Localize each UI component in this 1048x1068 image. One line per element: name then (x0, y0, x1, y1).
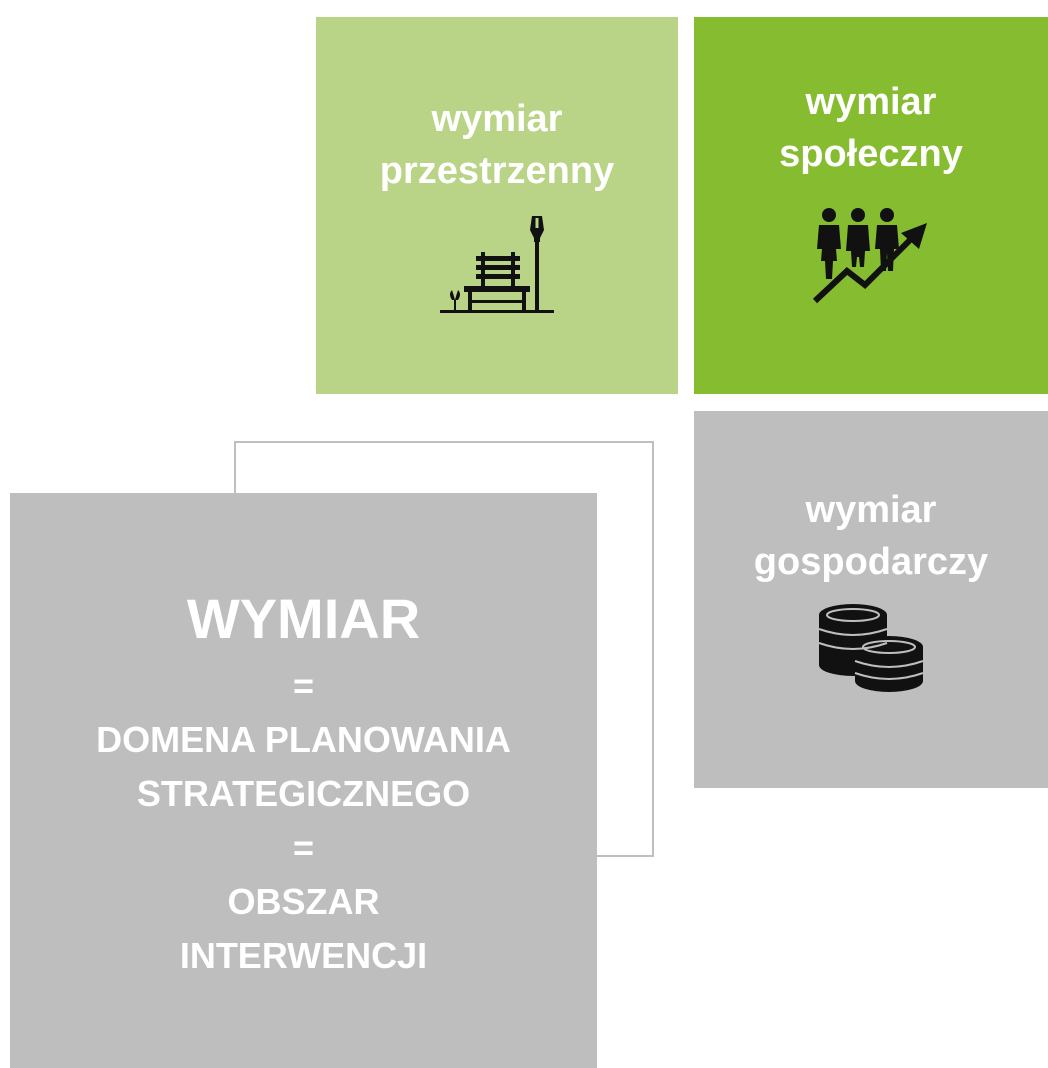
main-title: WYMIAR (186, 587, 421, 650)
main-definition-box: WYMIAR = DOMENA PLANOWANIA STRATEGICZNEG… (10, 493, 597, 1068)
coins-stack-icon (815, 603, 927, 700)
main-line-2: STRATEGICZNEGO (136, 773, 471, 814)
tile-spatial-dimension: wymiar przestrzenny (316, 17, 678, 394)
equals-sign-2: = (292, 827, 315, 868)
tile-economic-dimension: wymiar gospodarczy (694, 411, 1048, 788)
tile-spatial-line1: wymiar (431, 98, 563, 140)
park-bench-lamp-icon (438, 212, 556, 321)
tile-social-line1: wymiar (805, 81, 937, 123)
equals-sign-1: = (292, 665, 315, 706)
people-growth-arrow-icon (809, 205, 933, 310)
main-line-1: DOMENA PLANOWANIA (96, 719, 511, 760)
tile-economic-line1: wymiar (805, 489, 937, 531)
main-line-3: OBSZAR (227, 881, 380, 922)
tile-spatial-line2: przestrzenny (379, 150, 615, 193)
tile-economic-line2: gospodarczy (753, 541, 989, 584)
tile-social-line2: społeczny (779, 133, 963, 176)
tile-social-dimension: wymiar społeczny (694, 17, 1048, 394)
main-line-4: INTERWENCJI (179, 935, 428, 976)
